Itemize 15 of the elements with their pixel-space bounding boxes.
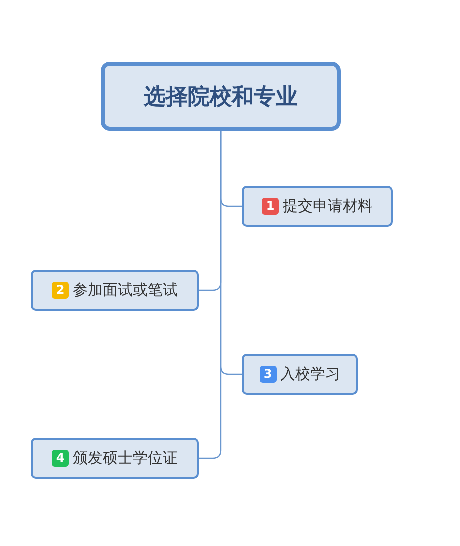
topic-title: 选择院校和专业: [144, 84, 298, 112]
topic-box: [101, 62, 341, 131]
subtopic-label: 提交申请材料: [283, 197, 373, 216]
step-number: 1: [262, 198, 279, 215]
subtopic-box: [31, 270, 199, 311]
subtopic-label: 入校学习: [280, 365, 340, 384]
connector-line: [199, 131, 222, 460]
subtopic-box: [242, 186, 393, 227]
step-number: 3: [260, 366, 276, 383]
subtopic-label: 参加面试或笔试: [73, 281, 178, 300]
step-number: 2: [52, 282, 69, 299]
subtopic-label: 颁发硕士学位证: [73, 449, 178, 468]
subtopic-box: [242, 354, 358, 395]
step-number: 4: [52, 450, 69, 467]
subtopic-box: [31, 438, 199, 479]
